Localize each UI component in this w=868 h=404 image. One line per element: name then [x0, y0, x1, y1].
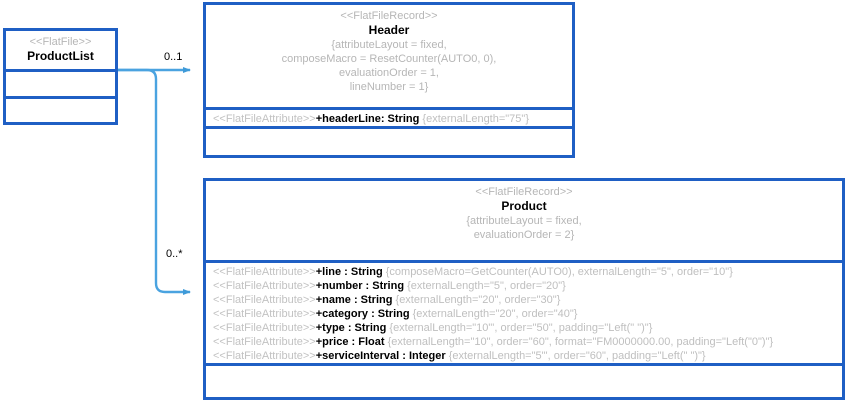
attribute-signature: +name : String — [315, 294, 393, 306]
attribute-properties: {externalLength="10"', order="50", paddi… — [389, 322, 653, 334]
attribute-row[interactable]: <<FlatFileAttribute>>+number : String {e… — [206, 279, 842, 293]
class-product[interactable]: <<FlatFileRecord>> Product {attributeLay… — [203, 178, 845, 400]
class-header-product-list: <<FlatFile>> ProductList — [6, 31, 115, 69]
attributes-compartment-product-list — [6, 69, 115, 96]
attribute-signature: +serviceInterval : Integer — [315, 350, 446, 362]
attribute-properties: {externalLength="5"', order="60", paddin… — [448, 350, 706, 362]
multiplicity-label-product: 0..* — [166, 248, 183, 260]
operations-compartment-product-list — [6, 96, 115, 122]
class-header-product: <<FlatFileRecord>> Product {attributeLay… — [206, 181, 842, 260]
attribute-row[interactable]: <<FlatFileAttribute>>+name : String {ext… — [206, 293, 842, 307]
attributes-compartment-header: <<FlatFileAttribute>>+headerLine: String… — [206, 107, 572, 126]
attribute-stereotype: <<FlatFileAttribute>> — [213, 322, 316, 334]
attribute-stereotype: <<FlatFileAttribute>> — [213, 266, 316, 278]
attribute-row[interactable]: <<FlatFileAttribute>>+line : String {com… — [206, 265, 842, 279]
attribute-signature: +category : String — [315, 308, 410, 320]
attribute-row[interactable]: <<FlatFileAttribute>>+type : String {ext… — [206, 321, 842, 335]
class-property-line: evaluationOrder = 2} — [473, 229, 575, 241]
attribute-row[interactable]: <<FlatFileAttribute>>+category : String … — [206, 307, 842, 321]
attribute-stereotype: <<FlatFileAttribute>> — [213, 308, 316, 320]
stereotype-label: <<FlatFileRecord>> — [340, 10, 438, 22]
class-name-label: Product — [501, 199, 547, 213]
attribute-stereotype: <<FlatFileAttribute>> — [213, 280, 316, 292]
class-header-header: <<FlatFileRecord>> Header {attributeLayo… — [206, 5, 572, 107]
class-property-line: lineNumber = 1} — [349, 81, 429, 93]
class-property-line: {attributeLayout = fixed, — [466, 215, 582, 227]
operations-compartment-product — [206, 363, 842, 397]
attribute-properties: {composeMacro=GetCounter(AUTO0), externa… — [385, 266, 733, 278]
attribute-row[interactable]: <<FlatFileAttribute>>+price : Float {ext… — [206, 335, 842, 349]
attribute-properties: {externalLength="20", order="30"} — [395, 294, 561, 306]
attribute-signature: +headerLine: String — [315, 113, 420, 125]
attribute-properties: {externalLength="20", order="40"} — [412, 308, 578, 320]
multiplicity-label-header: 0..1 — [164, 51, 183, 63]
class-header[interactable]: <<FlatFileRecord>> Header {attributeLayo… — [203, 2, 575, 158]
operations-compartment-header — [206, 126, 572, 155]
attribute-properties: {externalLength="10", order="60", format… — [387, 336, 774, 348]
class-product-list[interactable]: <<FlatFile>> ProductList — [3, 28, 118, 125]
stereotype-label: <<FlatFileRecord>> — [475, 186, 573, 198]
class-property-line: evaluationOrder = 1, — [339, 67, 439, 79]
class-property-line: composeMacro = ResetCounter(AUTO0, 0), — [281, 53, 497, 65]
class-name-label: ProductList — [27, 49, 94, 63]
class-property-line: {attributeLayout = fixed, — [331, 39, 447, 51]
attribute-properties: {externalLength="5", order="20"} — [407, 280, 566, 292]
attribute-row[interactable]: <<FlatFileAttribute>>+headerLine: String… — [206, 112, 572, 126]
attribute-signature: +number : String — [315, 280, 405, 292]
attribute-signature: +type : String — [315, 322, 387, 334]
attribute-row[interactable]: <<FlatFileAttribute>>+serviceInterval : … — [206, 349, 842, 363]
attributes-compartment-product: <<FlatFileAttribute>>+line : String {com… — [206, 260, 842, 363]
attribute-stereotype: <<FlatFileAttribute>> — [213, 294, 316, 306]
connector-to-product[interactable] — [118, 68, 191, 295]
class-name-label: Header — [368, 23, 410, 37]
attribute-stereotype: <<FlatFileAttribute>> — [213, 336, 316, 348]
stereotype-label: <<FlatFile>> — [29, 36, 92, 48]
attribute-properties: {externalLength="75"} — [422, 113, 530, 125]
attribute-stereotype: <<FlatFileAttribute>> — [213, 113, 316, 125]
attribute-signature: +price : Float — [315, 336, 385, 348]
attribute-stereotype: <<FlatFileAttribute>> — [213, 350, 316, 362]
attribute-signature: +line : String — [315, 266, 383, 278]
